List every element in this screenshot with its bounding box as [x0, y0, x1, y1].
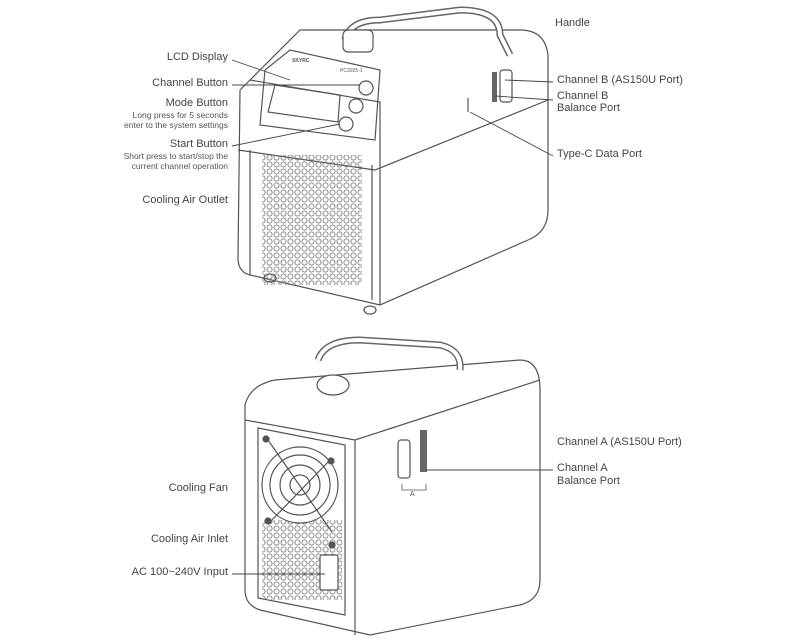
channel-a-port	[397, 439, 411, 479]
front-vent-grille	[262, 155, 362, 285]
ac-input-socket	[319, 554, 339, 591]
label-type-c: Type-C Data Port	[557, 148, 642, 160]
label-channel-button: Channel Button	[152, 77, 228, 89]
mode-button-icon	[348, 98, 364, 114]
leader-lines	[231, 59, 554, 575]
mode-desc-2: enter to the system settings	[124, 120, 228, 130]
start-button-icon	[338, 116, 354, 132]
label-handle: Handle	[555, 17, 590, 29]
mode-desc-1: Long press for 5 seconds	[132, 110, 228, 120]
label-channel-b-balance: Channel B	[557, 90, 609, 102]
label-mode-button: Mode Button	[165, 97, 228, 109]
device-model: PC3025-1	[340, 68, 363, 74]
channel-button-icon	[358, 80, 374, 96]
label-cooling-air-inlet: Cooling Air Inlet	[150, 533, 228, 545]
label-channel-a-balance: Channel A	[557, 462, 608, 474]
rear-device	[244, 336, 541, 636]
label-channel-b-balance-2: Balance Port	[557, 102, 620, 114]
start-desc-1: Short press to start/stop the	[123, 151, 228, 161]
label-ac-input: AC 100~240V Input	[131, 566, 228, 578]
front-device	[237, 6, 549, 315]
label-cooling-fan: Cooling Fan	[168, 482, 228, 494]
start-desc-2: current channel operation	[131, 161, 228, 171]
channel-b-balance-port	[492, 72, 497, 102]
label-start-button: Start Button	[169, 138, 228, 150]
label-cooling-air-outlet: Cooling Air Outlet	[142, 194, 228, 206]
channel-a-balance-port	[420, 430, 427, 472]
channel-b-port	[499, 69, 513, 103]
port-letter-a: A	[410, 491, 415, 498]
label-channel-b-port: Channel B (AS150U Port)	[557, 74, 683, 86]
label-channel-a-balance-2: Balance Port	[557, 475, 620, 487]
label-channel-a-port: Channel A (AS150U Port)	[557, 436, 682, 448]
device-brand: SKYRC	[292, 58, 310, 64]
label-lcd-display: LCD Display	[166, 51, 228, 63]
